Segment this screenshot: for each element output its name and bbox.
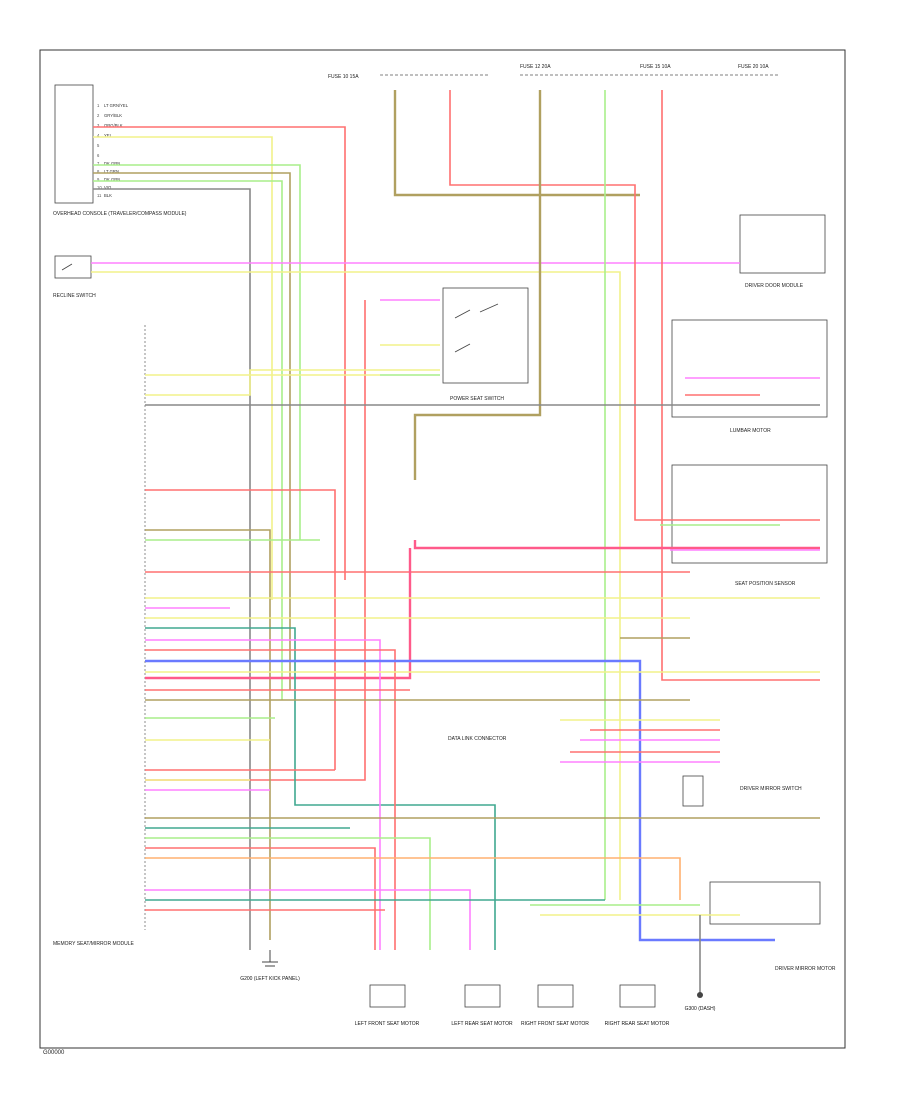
figure-code: G00000 — [43, 1050, 65, 1056]
svg-text:10: 10 — [97, 185, 102, 190]
overhead-console: 1 LT GRN/YEL 2 GRY/BLK 3 ORG/BLK 4 YEL 5 6 7… — [53, 84, 187, 217]
svg-text:5: 5 — [97, 143, 100, 148]
data-link-connector: DATA LINK CONNECTOR — [448, 736, 507, 742]
svg-text:3: 3 — [97, 123, 100, 128]
svg-text:9: 9 — [97, 177, 100, 182]
fuse-3-label: FUSE 15 10A — [640, 64, 671, 70]
fuse-2-label: FUSE 12 20A — [520, 64, 551, 70]
memory-module-label: MEMORY SEAT/MIRROR MODULE — [53, 941, 135, 947]
power-seat-switch: POWER SEAT SWITCH — [442, 287, 529, 402]
ground-right-label: G300 (DASH) — [685, 1006, 716, 1012]
motor-1: LEFT FRONT SEAT MOTOR — [355, 984, 420, 1027]
page-border — [39, 49, 846, 1049]
driver-mirror-switch: DRIVER MIRROR SWITCH — [682, 775, 802, 807]
ground-left: G200 (LEFT KICK PANEL) — [240, 950, 300, 982]
svg-text:11: 11 — [97, 193, 102, 198]
seat-position-sensor: SEAT POSITION SENSOR — [671, 464, 828, 587]
svg-text:2: 2 — [97, 113, 100, 118]
overhead-console-label: OVERHEAD CONSOLE (TRAVELER/COMPASS MODUL… — [53, 211, 187, 217]
wires — [91, 90, 820, 995]
motor-2: LEFT REAR SEAT MOTOR — [451, 984, 513, 1027]
driver-mirror-motor: DRIVER MIRROR MOTOR — [709, 881, 836, 972]
svg-text:DK GRN: DK GRN — [104, 161, 120, 166]
svg-text:6: 6 — [97, 153, 100, 158]
ground-left-label: G200 (LEFT KICK PANEL) — [240, 976, 300, 982]
lumbar-motor: LUMBAR MOTOR — [671, 319, 828, 434]
power-seat-switch-label: POWER SEAT SWITCH — [450, 396, 504, 402]
svg-text:4: 4 — [97, 133, 100, 138]
svg-text:7: 7 — [97, 161, 100, 166]
ground-right: G300 (DASH) — [685, 992, 716, 1012]
svg-text:LT GRN/YEL: LT GRN/YEL — [104, 103, 129, 108]
lumbar-motor-label: LUMBAR MOTOR — [730, 428, 771, 434]
driver-door-module-label: DRIVER DOOR MODULE — [745, 283, 804, 289]
fuses: FUSE 10 15A FUSE 12 20A FUSE 15 10A FUSE… — [328, 64, 780, 80]
svg-text:1: 1 — [97, 103, 100, 108]
svg-text:GRY/BLK: GRY/BLK — [104, 113, 122, 118]
memory-module: MEMORY SEAT/MIRROR MODULE — [53, 325, 146, 947]
svg-text:BLK: BLK — [104, 193, 112, 198]
motor-4: RIGHT REAR SEAT MOTOR — [605, 984, 670, 1027]
motor-1-label: LEFT FRONT SEAT MOTOR — [355, 1021, 420, 1027]
recline-switch: RECLINE SWITCH — [53, 255, 96, 299]
svg-text:DK GRN: DK GRN — [104, 177, 120, 182]
motor-3: RIGHT FRONT SEAT MOTOR — [521, 984, 589, 1027]
motor-4-label: RIGHT REAR SEAT MOTOR — [605, 1021, 670, 1027]
recline-switch-label: RECLINE SWITCH — [53, 293, 96, 299]
fuse-4-label: FUSE 20 10A — [738, 64, 769, 70]
seat-position-label: SEAT POSITION SENSOR — [735, 581, 796, 587]
svg-text:LT GRN: LT GRN — [104, 169, 119, 174]
motor-2-label: LEFT REAR SEAT MOTOR — [451, 1021, 513, 1027]
svg-text:ORG/BLK: ORG/BLK — [104, 123, 123, 128]
data-link-label: DATA LINK CONNECTOR — [448, 736, 507, 742]
svg-text:VIO: VIO — [104, 185, 112, 190]
fuse-1-label: FUSE 10 15A — [328, 74, 359, 80]
svg-text:8: 8 — [97, 169, 100, 174]
driver-mirror-motor-label: DRIVER MIRROR MOTOR — [775, 966, 836, 972]
driver-mirror-switch-label: DRIVER MIRROR SWITCH — [740, 786, 802, 792]
svg-text:YEL: YEL — [104, 133, 113, 138]
driver-door-module: DRIVER DOOR MODULE — [739, 214, 826, 289]
motor-3-label: RIGHT FRONT SEAT MOTOR — [521, 1021, 589, 1027]
